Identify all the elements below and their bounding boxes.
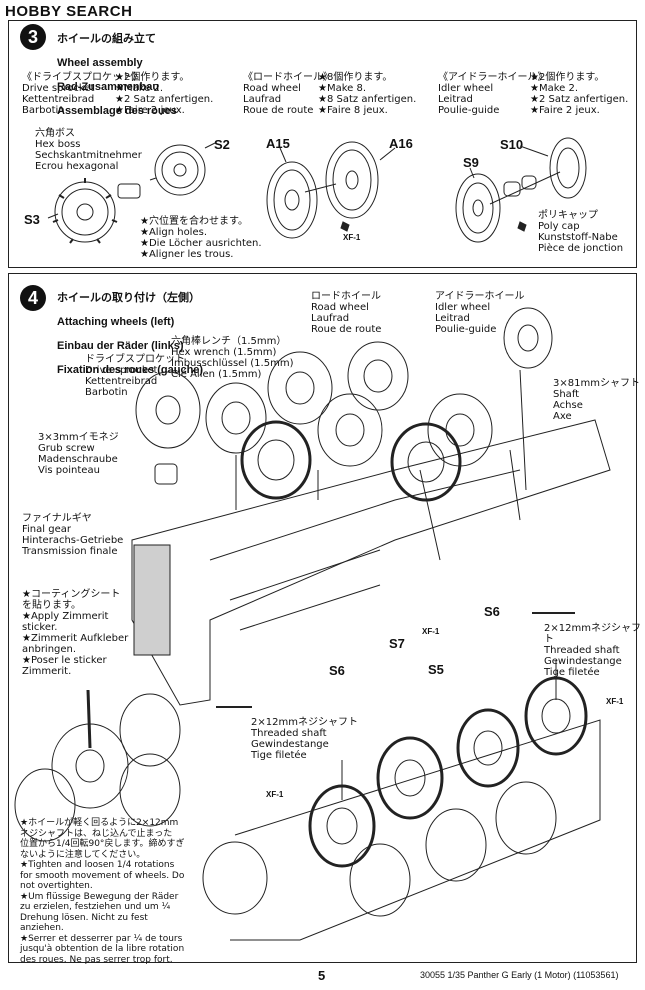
part-s2: S2 [214,137,230,152]
step4-hull-icon [131,419,611,706]
paint-xf1-left-wheel: XF-1 [266,790,284,799]
part-s6-left: S6 [329,663,345,678]
threaded-shaft-label-right: 2×12mmネジシャフト Threaded shaft Gewindestang… [544,623,641,678]
roadwheel-label-step4: ロードホイール Road wheel Laufrad Roue de route [311,291,382,335]
part-s5: S5 [428,662,444,677]
step4-panel [8,273,637,963]
part-a15: A15 [266,136,290,151]
paint-xf1-right-wheel: XF-1 [606,697,624,706]
grub-screw-label: 3×3mmイモネジ Grub screw Madenschraube Vis p… [38,432,119,476]
step4-title: ホイールの取り付け（左側） Attaching wheels (left) Ei… [57,291,204,377]
step3-roadwheel-icon [266,141,396,239]
drive-sprocket-label: ドライブスプロケット Drive sprocket Kettentreibrad… [85,354,185,398]
part-s6-right: S6 [484,604,500,619]
poly-cap-label: ポリキャップ Poly cap Kunststoff-Nabe Pièce de… [538,210,624,254]
watermark: HOBBY SEARCH [5,3,133,20]
step3-sprocket-icon [47,142,216,244]
coating-sheet-note: ★コーティングシート を貼ります。 ★Apply Zimmerit sticke… [22,589,129,677]
paint-xf1-step3: XF-1 [343,233,361,242]
step4-number: 4 [20,285,46,311]
step4-lower-wheels-icon [202,612,601,941]
page-number: 5 [318,968,326,983]
threaded-shaft-label-left: 2×12mmネジシャフト Threaded shaft Gewindestang… [251,717,358,761]
step3-number: 3 [20,24,46,50]
step3-panel [8,20,637,268]
align-holes-note: ★穴位置を合わせます。 ★Align holes. ★Die Löcher au… [140,216,262,260]
roadwheel-instructions: ★8個作ります。 ★Make 8. ★8 Satz anfertigen. ★F… [318,72,417,116]
part-s7: S7 [389,636,405,651]
step3-title: ホイールの組み立て Wheel assembly Rad-Zusammenbau… [57,32,177,118]
step4-inset-wheels-icon [14,689,181,842]
shaft-label-text: 3×81mmシャフト Shaft Achse Axe [553,378,640,422]
final-gear-label: ファイナルギヤ Final gear Hinterachs-Getriebe T… [22,513,124,557]
sprocket-instructions: ★2個作ります。 ★Make 2. ★2 Satz anfertigen. ★F… [115,72,214,116]
idler-instructions: ★2個作ります。 ★Make 2. ★2 Satz anfertigen. ★F… [530,72,629,116]
part-s9: S9 [463,155,479,170]
step4-upper-wheels-icon [135,307,553,510]
part-a16: A16 [389,136,413,151]
tighten-note: ★ホイールが軽く回るように2×12mm ネジシャフトは、ねじ込んで止まった 位置… [20,818,185,965]
hex-boss-label: 六角ボス Hex boss Sechskantmitnehmer Ecrou h… [35,128,142,172]
idler-label-step4: アイドラーホイール Idler wheel Leitrad Poulie-gui… [435,291,525,335]
roadwheel-names: 《ロードホイール》 Road wheel Laufrad Roue de rou… [243,72,333,116]
sprocket-names: 《ドライブスプロケット》 Drive sprocket Kettentreibr… [22,72,142,116]
idler-names: 《アイドラーホイール》 Idler wheel Leitrad Poulie-g… [438,72,548,116]
paint-xf1-chassis: XF-1 [422,627,440,636]
part-s3: S3 [24,212,40,227]
part-s10: S10 [500,137,524,152]
step3-idler-icon [455,137,587,243]
product-code: 30055 1/35 Panther G Early (1 Motor) (11… [420,970,619,980]
